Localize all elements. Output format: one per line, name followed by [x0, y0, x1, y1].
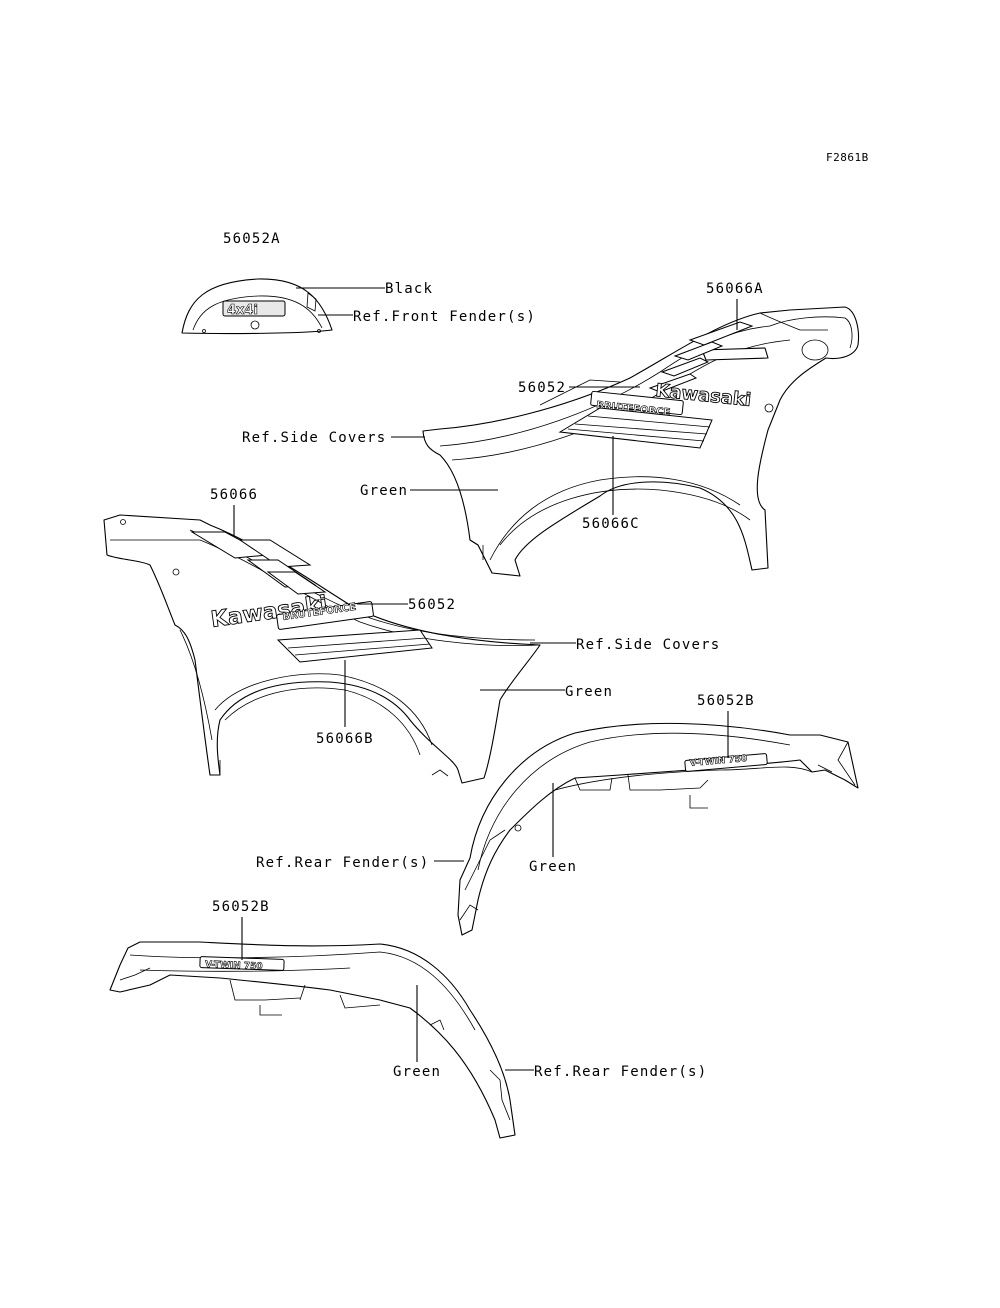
label-56066A: 56066A [706, 281, 764, 297]
label-56066C: 56066C [582, 516, 640, 532]
rear-fender-lower: V-TWIN 750 [109, 941, 516, 1139]
rear-fender-upper: V-TWIN 750 [457, 722, 859, 936]
figure-code: F2861B [826, 151, 869, 164]
label-56066B: 56066B [316, 731, 374, 747]
label-56066: 56066 [210, 487, 258, 503]
label-green-top: Green [360, 483, 408, 499]
label-56052-mid: 56052 [408, 597, 456, 613]
badge-4x4-text: 4x4i [227, 303, 258, 318]
label-ref-rear-fender-upper: Ref.Rear Fender(s) [256, 855, 429, 871]
label-green-rear-lower: Green [393, 1064, 441, 1080]
right-side-cover: Kawasaki BRUTEFORCE [422, 306, 860, 577]
label-56052-top: 56052 [518, 380, 566, 396]
label-black: Black [385, 281, 433, 297]
label-ref-side-covers-top: Ref.Side Covers [242, 430, 386, 446]
label-ref-rear-fender-lower: Ref.Rear Fender(s) [534, 1064, 707, 1080]
v-twin-decal-lower: V-TWIN 750 [205, 960, 263, 972]
label-green-rear-upper: Green [529, 859, 577, 875]
front-fender-badge: 4x4i [181, 278, 333, 335]
label-56052B-lower: 56052B [212, 899, 270, 915]
label-56052A: 56052A [223, 231, 281, 247]
label-green-mid: Green [565, 684, 613, 700]
left-side-cover: Kawasaki BRUTEFORCE [103, 514, 541, 784]
label-56052B-upper: 56052B [697, 693, 755, 709]
label-ref-front-fender: Ref.Front Fender(s) [353, 309, 536, 325]
label-ref-side-covers-mid: Ref.Side Covers [576, 637, 720, 653]
